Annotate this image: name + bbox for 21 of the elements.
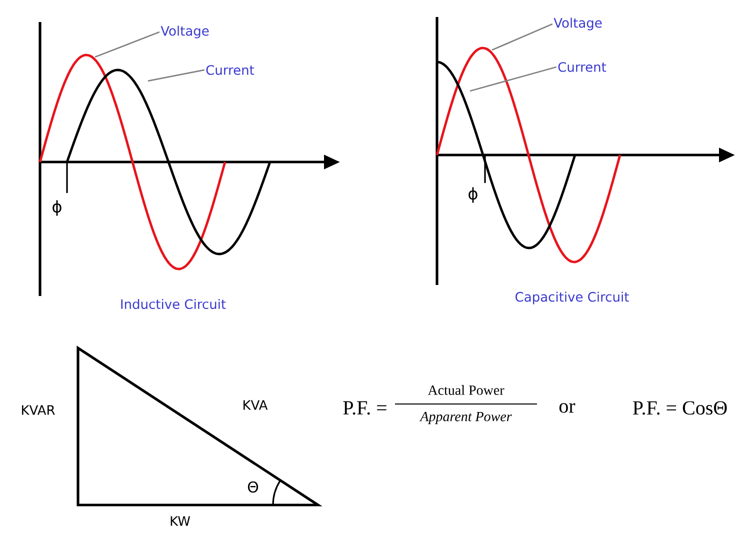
leader-line [148, 69, 205, 82]
curve-label: Current [206, 65, 254, 75]
curve-label: Voltage [554, 18, 602, 30]
voltage-waveform [436, 46, 622, 264]
side-label: KVA [244, 400, 268, 410]
side-label: KVAR [22, 405, 55, 415]
side-label: KW [170, 516, 190, 526]
angle-label: Θ [248, 481, 258, 493]
leader-line [94, 31, 160, 58]
chart-caption: Capacitive Circuit [516, 292, 629, 304]
curve-label: Voltage [160, 26, 209, 38]
leader-line [470, 66, 557, 92]
formula-text: Actual Power [428, 385, 504, 395]
phase-symbol: ϕ [468, 187, 478, 203]
formula-text: Apparent Power [419, 412, 512, 424]
formula-text: or [559, 403, 576, 413]
formula-text: P.F. = [343, 401, 386, 415]
chart-caption: Inductive Circuit [121, 298, 226, 310]
leader-line [492, 23, 553, 51]
phase-symbol: ϕ [52, 200, 62, 216]
formula-text: P.F. = CosΘ [632, 401, 727, 415]
